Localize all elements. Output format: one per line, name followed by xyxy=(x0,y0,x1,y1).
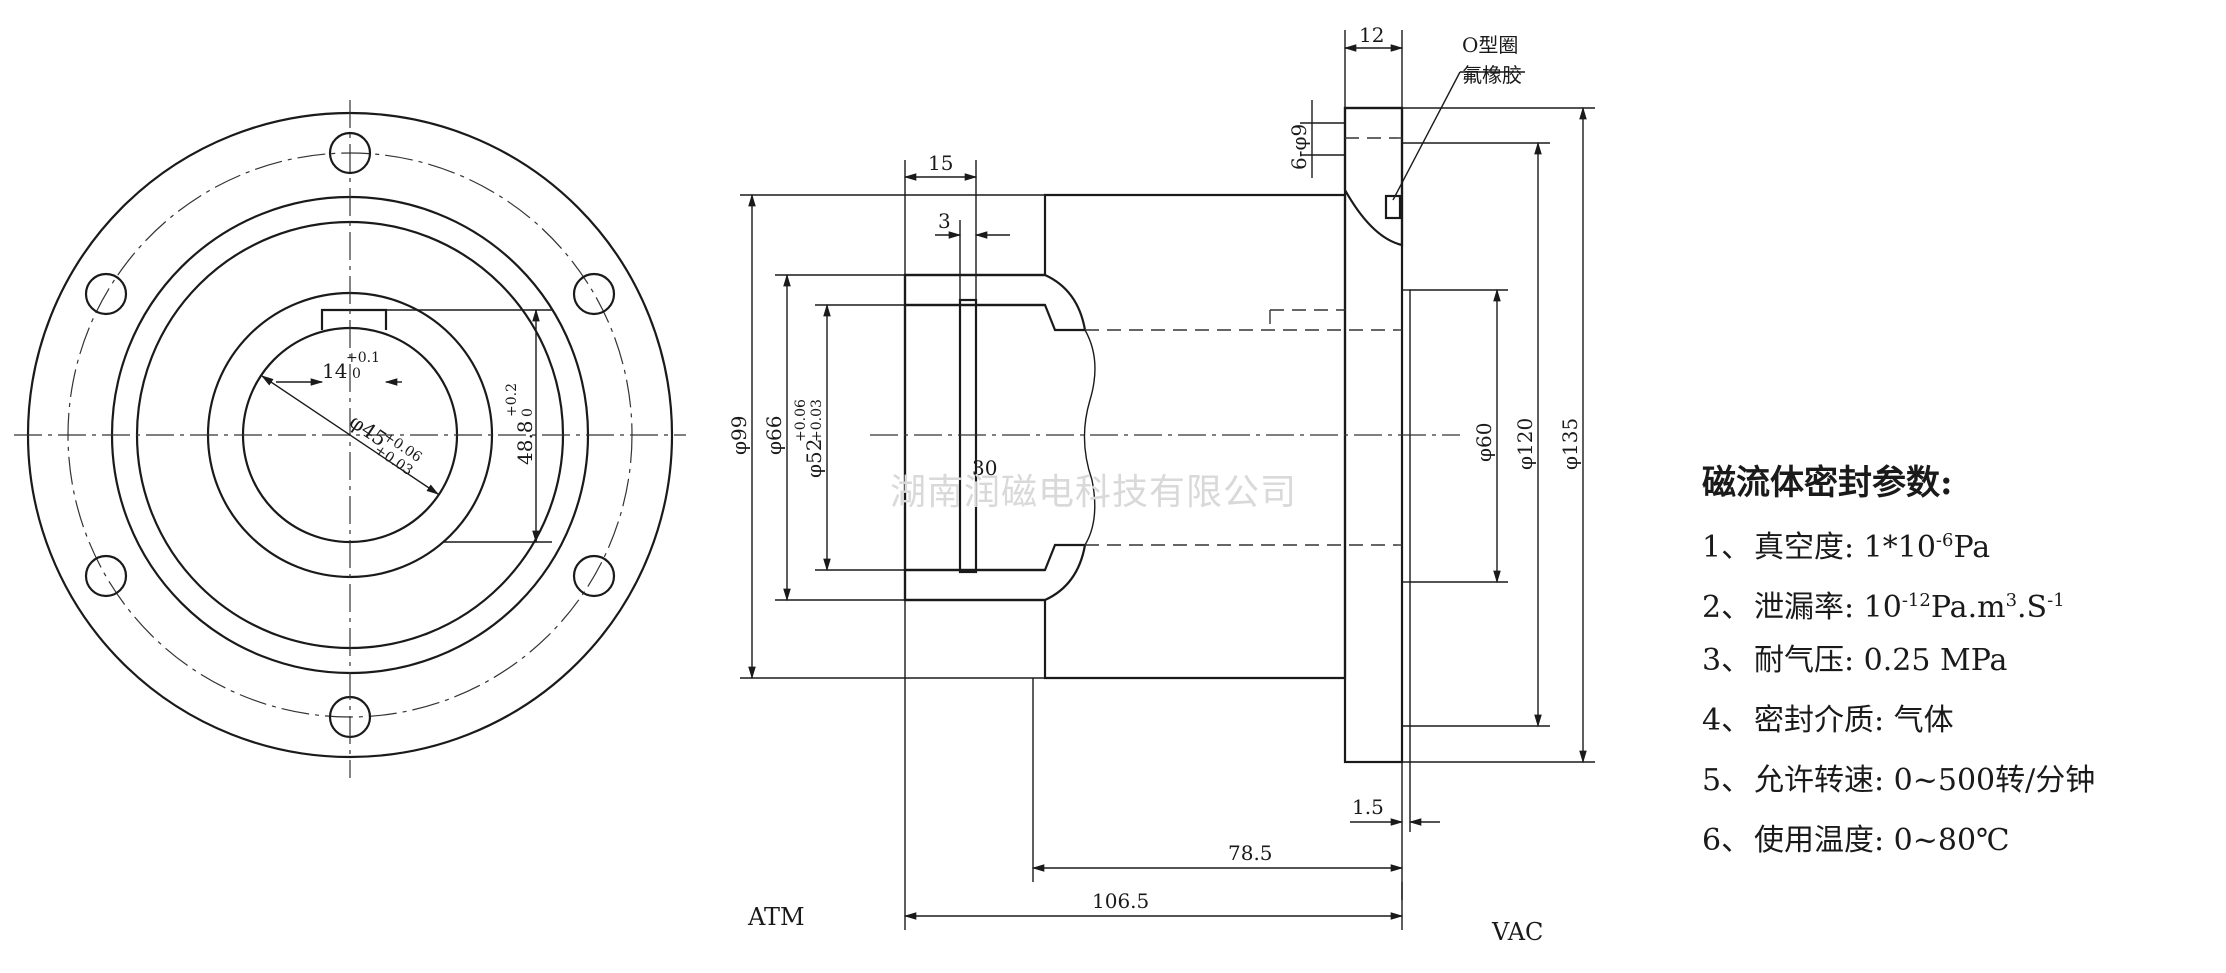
param-label: 真空度: xyxy=(1754,530,1855,565)
dim-d52-tol-upper: +0.06 xyxy=(793,399,809,442)
param-label: 泄漏率: xyxy=(1754,590,1855,625)
param-value: 1*10 xyxy=(1863,530,1936,565)
param-label: 密封介质: xyxy=(1754,703,1885,738)
oring-label-1: O型圈 xyxy=(1462,33,1518,57)
param-sup: 3 xyxy=(2005,590,2018,611)
dim-d99-text: φ99 xyxy=(727,416,751,455)
param-row-pressure: 3、耐气压: 0.25 MPa xyxy=(1702,646,2202,676)
param-sup: -1 xyxy=(2047,590,2065,611)
param-value: 0~500转/分钟 xyxy=(1893,763,2096,798)
dim-keyway-text: 14 xyxy=(322,359,347,383)
flange-hatch-top xyxy=(1343,106,1404,247)
param-index: 4、 xyxy=(1702,703,1752,738)
param-index: 3、 xyxy=(1702,643,1752,678)
param-row-speed: 5、允许转速: 0~500转/分钟 xyxy=(1702,766,2202,796)
flange-relief xyxy=(1401,289,1411,583)
param-sup: -6 xyxy=(1935,530,1954,551)
bolt-hole xyxy=(572,272,616,316)
bolt-hole xyxy=(328,131,372,175)
bolt-hole xyxy=(572,554,616,598)
dim-height-tol-upper: +0.2 xyxy=(504,383,520,417)
param-value: 10 xyxy=(1863,590,1902,625)
dim-78-5-text: 78.5 xyxy=(1228,841,1273,865)
dim-106-5-text: 106.5 xyxy=(1092,889,1149,913)
oring xyxy=(1384,194,1402,220)
section-hatch-bottom xyxy=(903,543,1087,602)
seal-parameters-panel: 磁流体密封参数: 1、真空度: 1*10-6 Pa 2、泄漏率: 10-12 P… xyxy=(1702,455,2202,886)
param-unit: .S xyxy=(2017,590,2048,625)
param-row-temperature: 6、使用温度: 0~80℃ xyxy=(1702,826,2202,856)
watermark: 湖南润磁电科技有限公司 xyxy=(890,472,1298,513)
front-view: 14 +0.1 0 φ45 +0.06 +0.03 48.8 +0.2 0 xyxy=(14,100,686,778)
param-label: 耐气压: xyxy=(1754,643,1855,678)
section-view: φ99 φ66 φ52 +0.06 +0.03 φ60 φ120 φ135 xyxy=(727,23,1595,946)
param-sup: -12 xyxy=(1901,590,1931,611)
dim-d135-text: φ135 xyxy=(1558,418,1582,470)
dim-d52-tol-lower: +0.03 xyxy=(809,399,825,442)
param-label: 使用温度: xyxy=(1754,823,1885,858)
param-index: 6、 xyxy=(1702,823,1752,858)
dim-keyway-tol-upper: +0.1 xyxy=(346,350,380,366)
dim-30-text: 30 xyxy=(972,456,997,480)
keyway xyxy=(320,308,388,330)
param-index: 2、 xyxy=(1702,590,1752,625)
param-unit: Pa.m xyxy=(1930,590,2006,625)
dim-bore-leader xyxy=(260,375,440,495)
retaining-ring xyxy=(958,298,978,574)
section-hatch-top xyxy=(903,273,1087,332)
params-title: 磁流体密封参数: xyxy=(1702,463,1953,503)
param-value: 气体 xyxy=(1893,703,1954,738)
dim-keyway-tol-lower: 0 xyxy=(352,366,361,382)
side-vac-label: VAC xyxy=(1491,918,1543,946)
param-value: 0~80℃ xyxy=(1893,823,2010,858)
dim-d52-text: φ52 xyxy=(802,439,826,478)
dim-1-5-text: 1.5 xyxy=(1352,795,1384,819)
dim-height-tol-lower: 0 xyxy=(520,408,536,417)
oring-label-2: 氟橡胶 xyxy=(1462,63,1522,87)
param-row-medium: 4、密封介质: 气体 xyxy=(1702,706,2202,736)
param-unit: Pa xyxy=(1953,530,1991,565)
param-index: 1、 xyxy=(1702,530,1752,565)
dim-height-text: 48.8 xyxy=(513,420,537,465)
param-value: 0.25 MPa xyxy=(1863,643,2008,678)
param-row-leak-rate: 2、泄漏率: 10-12 Pa.m3.S-1 xyxy=(1702,586,2202,623)
oring-leader xyxy=(1392,71,1461,201)
dim-d66-text: φ66 xyxy=(762,416,786,455)
param-row-vacuum: 1、真空度: 1*10-6 Pa xyxy=(1702,526,2202,563)
dim-15-text: 15 xyxy=(928,151,953,175)
bolt-hole xyxy=(84,554,128,598)
dim-holes-text: 6-φ9 xyxy=(1287,124,1311,170)
break-line xyxy=(1083,329,1096,546)
param-index: 5、 xyxy=(1702,763,1752,798)
dim-12-text: 12 xyxy=(1359,23,1384,47)
dim-3-text: 3 xyxy=(938,209,951,233)
dim-d120-text: φ120 xyxy=(1513,418,1537,470)
param-label: 允许转速: xyxy=(1754,763,1885,798)
dim-d60-text: φ60 xyxy=(1472,423,1496,462)
side-atm-label: ATM xyxy=(747,903,805,931)
housing-body xyxy=(903,193,1347,680)
bolt-hole xyxy=(84,272,128,316)
